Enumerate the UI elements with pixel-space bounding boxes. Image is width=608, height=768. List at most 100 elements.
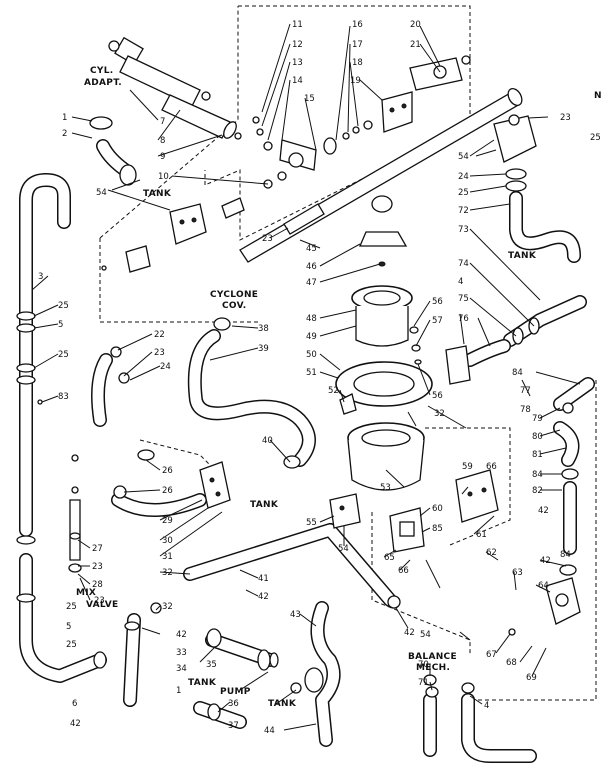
callout: 12 — [292, 40, 303, 50]
callout: 7 — [160, 117, 165, 127]
callout: 42 — [540, 556, 551, 566]
callout: 84 — [560, 550, 571, 560]
callout: 23 — [94, 596, 105, 606]
callout: 37 — [228, 721, 239, 731]
cyclone-stack — [335, 195, 433, 491]
caption-cyl: CYL. — [90, 66, 113, 76]
callout: 79 — [532, 414, 543, 424]
callout: 30 — [162, 536, 173, 546]
callout: 54 — [338, 544, 349, 554]
callout: 80 — [532, 432, 543, 442]
callout: 29 — [162, 516, 173, 526]
mix-valve-pump-area — [68, 346, 279, 729]
callout: 66 — [486, 462, 497, 472]
callout: 47 — [306, 278, 317, 288]
callout: 24 — [160, 362, 171, 372]
caption-valve: VALVE — [86, 600, 118, 610]
left-hose-assembly — [16, 173, 107, 683]
caption-cov: COV. — [222, 301, 246, 311]
caption-adapt: ADAPT. — [84, 78, 122, 88]
caption-tank-center: TANK — [250, 500, 279, 510]
callout: 42 — [258, 592, 269, 602]
callout: 23 — [560, 113, 571, 123]
callout: 83 — [58, 392, 69, 402]
captions: CYL. ADAPT. TANK TANK CYCLONE COV. TANK … — [76, 66, 602, 709]
callout: 84 — [532, 470, 543, 480]
callout: 10 — [158, 172, 169, 182]
callout: 73 — [458, 225, 469, 235]
callout: 81 — [532, 450, 543, 460]
callout: 11 — [292, 20, 303, 30]
callout: 32 — [162, 568, 173, 578]
callout: 48 — [306, 314, 317, 324]
caption-tank-bottom: TANK — [268, 699, 297, 709]
callout: 1 — [62, 113, 67, 123]
callout: 27 — [92, 544, 103, 554]
caption-cyclone: CYCLONE — [210, 290, 258, 300]
callout: 44 — [264, 726, 275, 736]
callout: 45 — [306, 244, 317, 254]
callout: 43 — [290, 610, 301, 620]
caption-tank-right: TANK — [508, 251, 537, 261]
callout: 63 — [512, 568, 523, 578]
callout: 25 — [58, 301, 69, 311]
callout: 4 — [484, 701, 489, 711]
callout: 77 — [520, 386, 531, 396]
callout: 54 — [458, 152, 469, 162]
callout: 75 — [458, 294, 469, 304]
callout: 42 — [538, 506, 549, 516]
balance-mechanism — [329, 469, 581, 763]
callout: 74 — [458, 259, 469, 269]
caption-tank-pump: TANK — [188, 678, 217, 688]
callout: 32 — [162, 602, 173, 612]
callout: 51 — [306, 368, 317, 378]
leader-lines — [31, 23, 581, 731]
callout: 84 — [512, 368, 523, 378]
callout: 25 — [458, 188, 469, 198]
callout: 50 — [306, 350, 317, 360]
callout: 1 — [176, 686, 181, 696]
callout: 54 — [96, 188, 107, 198]
callout: 25 — [66, 640, 77, 650]
callout: 15 — [304, 94, 315, 104]
callout: 25 — [66, 602, 77, 612]
caption-mech: MECH. — [416, 663, 450, 673]
callout: 59 — [462, 462, 473, 472]
callout: 18 — [352, 58, 363, 68]
callout: 66 — [398, 566, 409, 576]
callout-numbers: 1 2 7 8 9 10 11 12 13 14 15 16 17 18 19 … — [38, 20, 601, 736]
callout: 22 — [154, 330, 165, 340]
callout: 67 — [486, 650, 497, 660]
right-hose-assembly — [445, 114, 595, 576]
callout: 26 — [162, 486, 173, 496]
callout: 60 — [432, 504, 443, 514]
callout: 5 — [66, 622, 71, 632]
callout: 8 — [160, 136, 165, 146]
callout: 25 — [590, 133, 601, 143]
callout: 68 — [506, 658, 517, 668]
callout: 71 — [418, 678, 429, 688]
caption-tank-top: TANK — [143, 189, 172, 199]
callout: 40 — [262, 436, 273, 446]
margin-mark: N — [594, 91, 602, 101]
callout: 62 — [486, 548, 497, 558]
callout: 17 — [352, 40, 363, 50]
callout: 65 — [384, 553, 395, 563]
callout: 85 — [432, 524, 443, 534]
callout: 14 — [292, 76, 303, 86]
callout: 56 — [432, 297, 443, 307]
callout: 42 — [404, 628, 415, 638]
callout: 46 — [306, 262, 317, 272]
callout: 35 — [206, 660, 217, 670]
callout: 61 — [476, 530, 487, 540]
callout: 24 — [458, 172, 469, 182]
callout: 56 — [432, 391, 443, 401]
callout: 38 — [258, 324, 269, 334]
callout: 23 — [262, 234, 273, 244]
callout: 3 — [38, 272, 43, 282]
callout: 53 — [380, 483, 391, 493]
caption-balance: BALANCE — [408, 652, 457, 662]
callout: 78 — [520, 405, 531, 415]
callout: 23 — [154, 348, 165, 358]
